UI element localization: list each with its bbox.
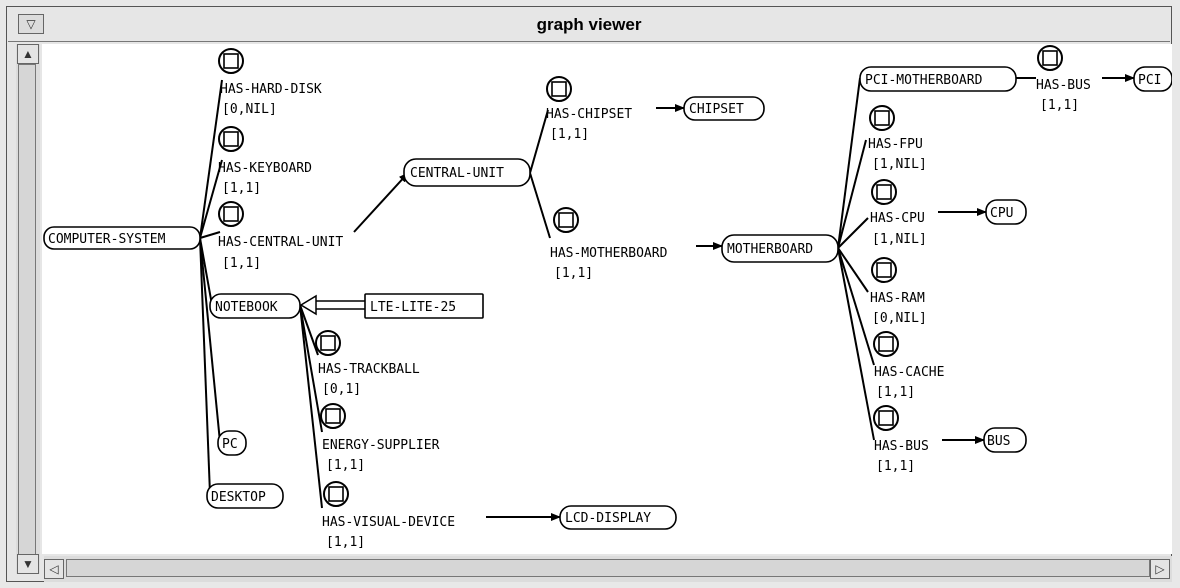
role-label: HAS-CPU	[870, 211, 925, 226]
role-label: HAS-HARD-DISK	[220, 82, 322, 97]
role-label: HAS-CACHE	[874, 365, 944, 380]
node-chipset[interactable]	[683, 96, 765, 121]
node-label: PCI-MOTHERBOARD	[865, 73, 983, 88]
node-label: CPU	[990, 206, 1013, 221]
node-computer-system[interactable]	[43, 226, 201, 250]
role-node-icon[interactable]	[873, 331, 899, 357]
edges	[199, 74, 1135, 521]
role-label: HAS-KEYBOARD	[218, 161, 312, 176]
role-node-icon[interactable]	[323, 481, 349, 507]
vertical-scrollbar[interactable]: ▲ ▼	[16, 44, 40, 574]
role-node-icon[interactable]	[1037, 45, 1063, 71]
role-cardinality: [0,1]	[322, 382, 361, 397]
node-label: BUS	[987, 434, 1010, 449]
role-cardinality: [1,NIL]	[872, 232, 927, 247]
role-label: HAS-BUS	[874, 439, 929, 454]
node-pc[interactable]	[217, 430, 247, 456]
role-label: HAS-MOTHERBOARD	[550, 246, 668, 261]
node-lte-lite-25[interactable]	[364, 293, 484, 319]
role-cardinality: [1,1]	[554, 266, 593, 281]
node-label: PCI	[1138, 73, 1161, 88]
role-label: ENERGY-SUPPLIER	[322, 438, 440, 453]
role-label: HAS-FPU	[868, 137, 923, 152]
scroll-left-arrow-icon[interactable]: ◁	[44, 559, 64, 579]
role-cardinality: [1,1]	[550, 127, 589, 142]
role-label: HAS-BUS	[1036, 78, 1091, 93]
node-bus[interactable]	[983, 427, 1027, 453]
role-node-icon[interactable]	[218, 201, 244, 227]
node-label: CHIPSET	[689, 102, 744, 117]
node-notebook[interactable]	[209, 293, 301, 319]
node-central-unit[interactable]	[403, 158, 531, 187]
horizontal-scroll-thumb[interactable]	[66, 559, 1150, 577]
node-label: DESKTOP	[211, 490, 266, 505]
scroll-down-arrow-icon[interactable]: ▼	[17, 554, 39, 574]
role-cardinality: [0,NIL]	[872, 311, 927, 326]
role-label: HAS-TRACKBALL	[318, 362, 420, 377]
node-cpu[interactable]	[985, 199, 1027, 225]
vertical-scroll-thumb[interactable]	[18, 64, 36, 556]
graph-canvas[interactable]: COMPUTER-SYSTEM CENTRAL-UNIT CHIPSET NOT…	[42, 44, 1172, 554]
node-label: PC	[222, 437, 238, 452]
role-node-icon[interactable]	[218, 48, 244, 74]
role-cardinality: [1,1]	[222, 181, 261, 196]
role-node-icon[interactable]	[218, 126, 244, 152]
node-motherboard[interactable]	[721, 234, 839, 263]
role-label: HAS-VISUAL-DEVICE	[322, 515, 455, 530]
window-menu-button[interactable]: ▽	[18, 14, 44, 34]
role-node-icon[interactable]	[553, 207, 579, 233]
node-pci[interactable]	[1133, 66, 1172, 92]
role-node-icon[interactable]	[871, 257, 897, 283]
role-cardinality: [1,1]	[876, 459, 915, 474]
horizontal-scrollbar[interactable]: ◁ ▷	[44, 556, 1172, 582]
role-cardinality: [1,1]	[326, 458, 365, 473]
role-cardinality: [0,NIL]	[222, 102, 277, 117]
role-node-icon[interactable]	[873, 405, 899, 431]
role-cardinality: [1,1]	[876, 385, 915, 400]
role-node-icon[interactable]	[871, 179, 897, 205]
node-lcd-display[interactable]	[559, 505, 677, 530]
scroll-up-arrow-icon[interactable]: ▲	[17, 44, 39, 64]
node-desktop[interactable]	[206, 483, 284, 509]
role-cardinality: [1,1]	[222, 256, 261, 271]
role-label: HAS-RAM	[870, 291, 925, 306]
role-node-icon[interactable]	[869, 105, 895, 131]
node-label: MOTHERBOARD	[727, 242, 813, 257]
title-bar[interactable]: ▽ graph viewer	[8, 8, 1170, 42]
role-node-icon[interactable]	[546, 76, 572, 102]
role-node-icon[interactable]	[320, 403, 346, 429]
role-cardinality: [1,1]	[1040, 98, 1079, 113]
specialization-arrow	[299, 294, 365, 316]
role-label: HAS-CHIPSET	[546, 107, 632, 122]
scroll-right-arrow-icon[interactable]: ▷	[1150, 559, 1170, 579]
node-label: LCD-DISPLAY	[565, 511, 651, 526]
role-node-icon[interactable]	[315, 330, 341, 356]
role-cardinality: [1,1]	[326, 535, 365, 550]
node-label: CENTRAL-UNIT	[410, 166, 504, 181]
window-title: graph viewer	[536, 15, 642, 34]
node-pci-motherboard[interactable]	[859, 66, 1017, 92]
role-cardinality: [1,NIL]	[872, 157, 927, 172]
node-label: NOTEBOOK	[215, 300, 278, 315]
node-label: LTE-LITE-25	[370, 300, 456, 315]
node-label: COMPUTER-SYSTEM	[48, 232, 166, 247]
role-label: HAS-CENTRAL-UNIT	[218, 235, 343, 250]
